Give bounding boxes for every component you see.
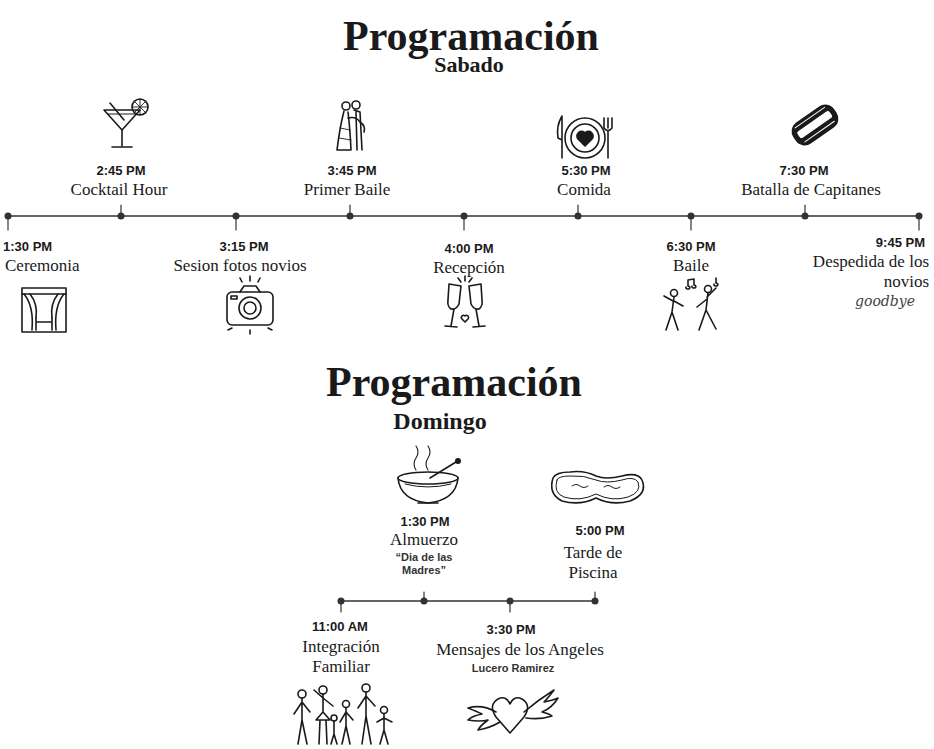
plate-icon <box>558 116 613 158</box>
couple-icon <box>337 101 365 150</box>
cocktail-icon <box>104 99 148 147</box>
day-heading: Sabado <box>369 53 569 77</box>
winged-heart-icon <box>468 690 558 733</box>
page-title: Programación <box>271 14 671 58</box>
event-time: 4:00 PM <box>424 241 514 256</box>
timeline-saturday <box>5 205 923 230</box>
event-name: Sesion fotos novios <box>155 256 325 276</box>
event-name: Despedida de los novios <box>809 252 929 292</box>
family-icon <box>294 684 392 744</box>
event-note: “Dia de las Madres” <box>384 551 464 577</box>
event-name: Batalla de Capitanes <box>721 180 901 200</box>
event-name: Ceremonia <box>5 256 115 276</box>
event-time: 1:30 PM <box>3 239 83 254</box>
event-name: Cocktail Hour <box>49 180 189 200</box>
event-time: 7:30 PM <box>759 163 849 178</box>
toast-glasses-icon <box>445 276 485 327</box>
event-name: Almuerzo <box>364 530 484 550</box>
event-time: 11:00 AM <box>295 619 385 634</box>
event-time: 5:00 PM <box>555 523 645 538</box>
day-heading: Domingo <box>340 408 540 434</box>
camera-icon <box>227 276 273 334</box>
event-name: Integración Familiar <box>286 637 396 677</box>
event-name: Baile <box>641 256 741 276</box>
event-time: 1:30 PM <box>380 514 470 529</box>
event-time: 5:30 PM <box>541 163 631 178</box>
event-name: Mensajes de los Angeles <box>415 640 625 660</box>
event-time: 6:30 PM <box>646 239 736 254</box>
dancers-icon <box>664 278 718 330</box>
timeline-sunday <box>338 592 599 612</box>
pool-icon <box>552 472 644 503</box>
event-time: 3:30 PM <box>466 622 556 637</box>
page-title: Programación <box>254 360 654 404</box>
event-name: Comida <box>524 180 644 200</box>
event-note: Lucero Ramirez <box>438 662 588 675</box>
captain-band-icon <box>788 101 841 148</box>
event-name: Primer Baile <box>277 180 417 200</box>
event-name: Recepción <box>409 258 529 278</box>
event-time: 3:15 PM <box>199 239 289 254</box>
soup-bowl-icon <box>398 446 460 503</box>
handwritten-note: goodbye <box>835 293 934 309</box>
curtain-icon <box>22 288 66 332</box>
event-time: 2:45 PM <box>76 163 166 178</box>
event-time: 9:45 PM <box>835 235 925 250</box>
event-name: Tarde de Piscina <box>548 543 638 583</box>
event-time: 3:45 PM <box>307 163 397 178</box>
